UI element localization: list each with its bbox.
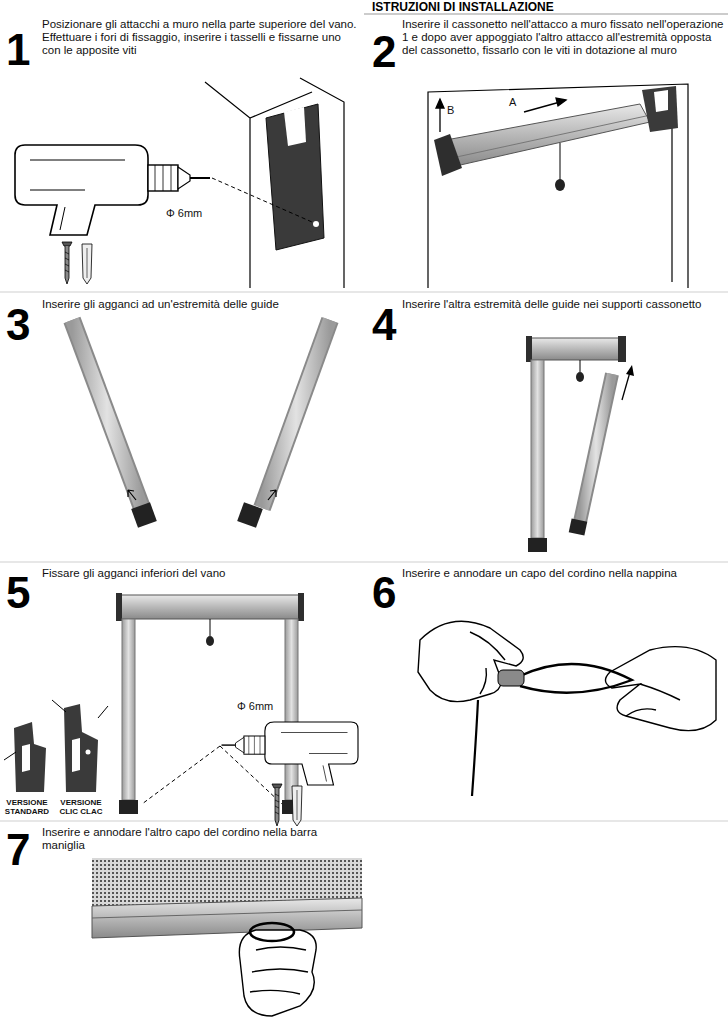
window-frame — [428, 84, 688, 288]
dimension-label: Φ 6mm — [236, 700, 274, 712]
version-label: VERSIONE CLIC CLAC — [54, 799, 108, 817]
step-panel: 4 Inserire l'altra estremità delle guide … — [364, 293, 728, 562]
assembly-complete — [116, 593, 304, 814]
step-panel: 1 Posizionare gli attacchi a muro nella p… — [0, 14, 364, 292]
step-number: 5 — [6, 571, 30, 615]
sheet-title: ISTRUZIONI DI INSTALLAZIONE — [372, 1, 554, 14]
step-instruction: Inserire il cassonetto nell'attacco a mu… — [402, 18, 724, 58]
wall-bracket — [642, 86, 678, 132]
step-instruction: Posizionare gli attacchi a muro nella pa… — [42, 18, 360, 58]
step-number: 1 — [6, 28, 30, 72]
step-panel: 6 Inserire e annodare un capo del cordino… — [364, 563, 728, 821]
step-number: 6 — [372, 571, 396, 615]
wall-bracket — [266, 104, 324, 250]
screw — [62, 242, 72, 284]
step-instruction: Inserire gli agganci ad un'estremità del… — [42, 298, 360, 311]
step-instruction: Inserire e annodare un capo del cordino … — [402, 567, 724, 580]
direction-arrows — [436, 98, 566, 132]
roller-box — [434, 104, 650, 191]
step-instruction: Inserire e annodare l'altro capo del cor… — [42, 826, 360, 852]
step-panel: 7 Inserire e annodare l'altro capo del co… — [0, 822, 364, 1022]
dimension-label: Φ 6mm — [165, 207, 203, 219]
bottom-brackets — [4, 700, 108, 792]
step-panel: 2Inserire il cassonetto nell'attacco a m… — [364, 14, 728, 292]
step-number: 2 — [372, 30, 396, 74]
step-instruction: Fissare gli agganci inferiori del vano — [42, 567, 360, 580]
assembly-partial — [526, 336, 634, 552]
step-panel: 3 Inserire gli agganci ad un'estremità de… — [0, 293, 364, 562]
panel-separators — [0, 14, 728, 821]
hand-tying-cord — [239, 923, 316, 1016]
direction-letter: A — [508, 96, 517, 108]
wall-plug — [82, 244, 92, 284]
drill — [15, 145, 210, 235]
mesh-handle-bar — [92, 858, 362, 938]
step-instruction: Inserire l'altra estremità delle guide n… — [402, 298, 724, 311]
drill-path — [212, 178, 312, 222]
screw — [272, 784, 282, 826]
wall-plug — [292, 786, 302, 826]
step-panel: 5 Fissare gli agganci inferiori del vano — [0, 563, 364, 821]
wall-corner — [205, 78, 344, 288]
drill — [222, 722, 359, 785]
guide-rails — [72, 320, 330, 528]
step-number: 7 — [6, 828, 30, 872]
drill-path — [142, 746, 282, 804]
hands-tying-cord — [418, 621, 716, 796]
version-label: VERSIONE STANDARD — [0, 799, 54, 817]
direction-letter: B — [446, 104, 455, 116]
step-number: 3 — [6, 303, 30, 347]
step-number: 4 — [372, 303, 396, 347]
